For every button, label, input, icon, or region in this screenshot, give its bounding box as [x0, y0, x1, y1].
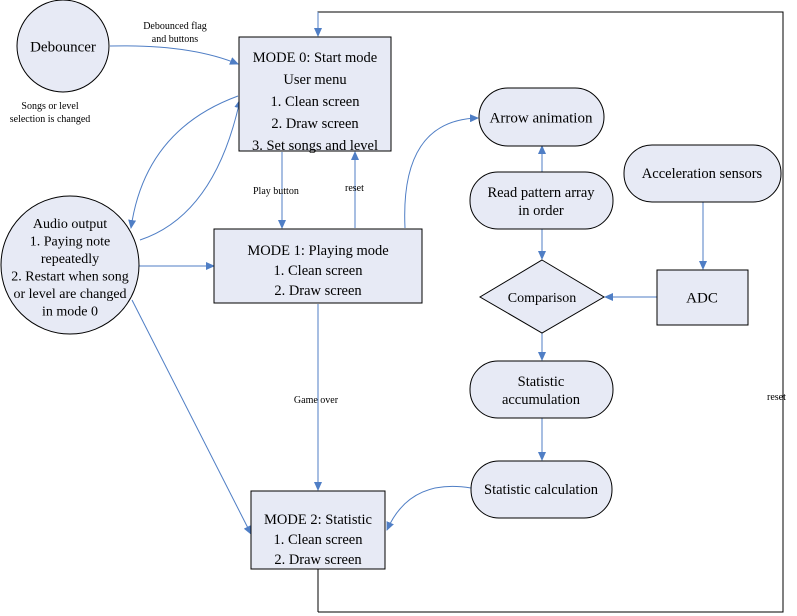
comparison-node: Comparison: [479, 259, 605, 334]
edge-stat-calc-to-mode2: [386, 485, 472, 531]
text-line: 2. Draw screen: [274, 552, 362, 568]
acceleration-sensors-node: Acceleration sensors: [623, 144, 782, 203]
text-line: MODE 1: Playing mode: [247, 243, 388, 259]
edge-debouncer-to-mode0: [109, 45, 239, 65]
edge-label-game-over: Game over: [294, 395, 339, 406]
svg-text:Debouncer: Debouncer: [30, 39, 96, 55]
edge-audio-to-mode0: [139, 99, 243, 241]
text-line: 2. Draw screen: [274, 283, 362, 299]
audio-output-node: Audio output 1. Paying note repeatedly 2. R…: [0, 195, 140, 335]
text-line: User menu: [283, 72, 346, 88]
text-line: 2. Draw screen: [271, 116, 359, 132]
text-line: Statistic: [518, 374, 565, 390]
adc-node: ADC: [656, 269, 749, 326]
edge-label-reset-mid: reset: [345, 183, 364, 194]
text-line: 1. Clean screen: [274, 532, 364, 548]
read-pattern-node: Read pattern array in order: [469, 171, 614, 230]
label-line: and buttons: [152, 34, 198, 45]
text-line: repeatedly: [41, 252, 99, 267]
text-line: 1. Clean screen: [271, 94, 361, 110]
text-line: in mode 0: [42, 305, 98, 320]
text-line: Arrow animation: [490, 110, 593, 126]
text-line: or level are changed: [13, 287, 126, 302]
edge-label-play-button: Play button: [253, 186, 299, 197]
svg-text:Arrow animation: Arrow animation: [490, 110, 593, 126]
edge-label-debounced: Debounced flag and buttons: [143, 21, 207, 45]
mode2-node: MODE 2: Statistic 1. Clean screen 2. Draw …: [250, 490, 386, 570]
edge-mode0-to-audio: [128, 95, 239, 229]
text-line: Comparison: [508, 291, 576, 306]
text-line: 2. Restart when song: [11, 270, 128, 285]
statistic-calculation-node: Statistic calculation: [470, 460, 613, 519]
text-line: in order: [518, 203, 564, 219]
text-line: MODE 0: Start mode: [253, 50, 377, 66]
text-line: 1. Paying note: [30, 235, 111, 250]
edge-audio-to-mode2: [131, 299, 252, 535]
text-line: ADC: [686, 290, 718, 306]
text-line: Read pattern array: [487, 185, 595, 201]
text-line: MODE 2: Statistic: [264, 512, 372, 528]
label-line: Songs or level: [21, 101, 78, 112]
svg-text:Comparison: Comparison: [508, 291, 576, 306]
label-line: Debounced flag: [143, 21, 207, 32]
edge-mode1-to-arrow-animation: [404, 114, 479, 229]
debouncer-node: Debouncer: [16, 0, 110, 93]
arrow-animation-node: Arrow animation: [478, 87, 605, 147]
text-line: accumulation: [502, 392, 581, 408]
edge-label-reset-right: reset: [767, 392, 786, 403]
text-line: Audio output: [33, 217, 107, 232]
text-line: 3. Set songs and level: [252, 138, 378, 154]
text-line: Debouncer: [30, 39, 96, 55]
mode1-node: MODE 1: Playing mode 1. Clean screen 2. Dr…: [213, 228, 423, 304]
statistic-accumulation-node: Statistic accumulation: [469, 360, 614, 419]
text-line: Acceleration sensors: [642, 166, 763, 182]
text-line: 1. Clean screen: [274, 263, 364, 279]
text-line: Statistic calculation: [484, 482, 599, 498]
svg-text:Statistic calculation: Statistic calculation: [484, 482, 599, 498]
svg-text:ADC: ADC: [686, 290, 718, 306]
label-line: selection is changed: [10, 114, 91, 125]
edge-label-songs-changed: Songs or level selection is changed: [10, 101, 91, 125]
svg-text:Acceleration sensors: Acceleration sensors: [642, 166, 763, 182]
